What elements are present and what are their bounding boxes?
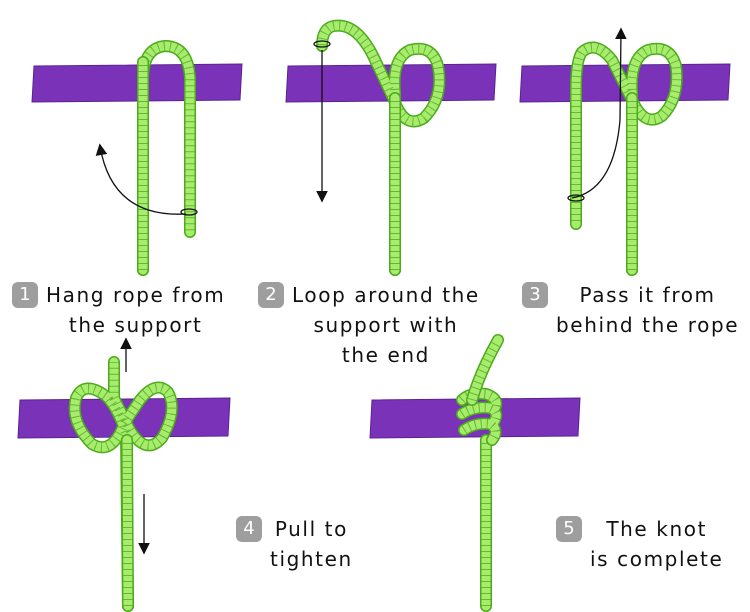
step-3-label: 3 Pass it from behind the rope <box>522 280 739 340</box>
step-4-label: 4 Pull to tighten <box>236 514 353 574</box>
step-4-illustration <box>17 337 231 612</box>
rope-end-marker <box>180 208 198 216</box>
step-1-label: 1 Hang rope from the support <box>12 280 225 340</box>
step-1-text: Hang rope from the support <box>46 283 226 337</box>
rope <box>456 334 504 612</box>
rope <box>137 40 198 276</box>
rope-end-marker <box>567 194 585 202</box>
step-5-text: The knot is complete <box>590 517 724 571</box>
step-1-badge: 1 <box>12 282 38 308</box>
step-3-badge: 3 <box>522 282 548 308</box>
step-2-badge: 2 <box>258 282 284 308</box>
step-3-text: Pass it from behind the rope <box>556 283 740 337</box>
step-5-illustration <box>369 334 581 612</box>
step-2-illustration <box>285 19 497 276</box>
step-1-illustration <box>31 40 243 276</box>
step-5-label: 5 The knot is complete <box>556 514 723 574</box>
step-2-label: 2 Loop around the support with the end <box>258 280 480 370</box>
up-arrow <box>571 27 627 199</box>
rope <box>68 356 178 612</box>
support-bar <box>369 397 581 439</box>
rope <box>567 41 683 276</box>
rope-end-marker <box>313 40 331 48</box>
step-3-illustration <box>519 27 731 276</box>
step-5-badge: 5 <box>556 516 582 542</box>
curved-arrow <box>95 143 187 215</box>
step-2-text: Loop around the support with the end <box>292 283 480 367</box>
step-4-text: Pull to tighten <box>270 517 353 571</box>
rope <box>313 19 446 276</box>
step-4-badge: 4 <box>236 516 262 542</box>
